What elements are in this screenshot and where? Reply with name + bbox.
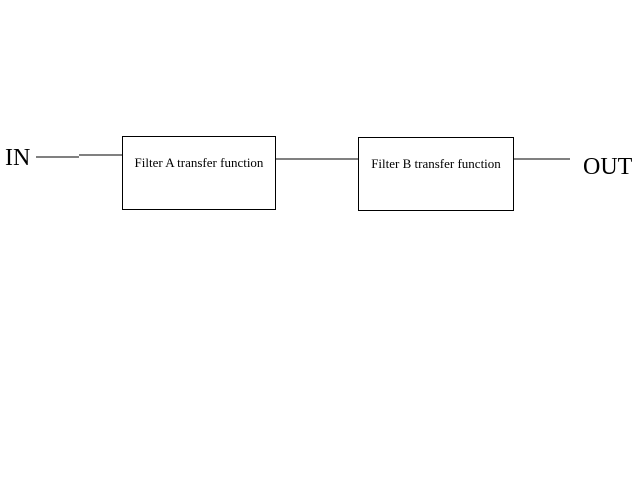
filter-a-block: Filter A transfer function xyxy=(122,136,276,210)
input-label: IN xyxy=(5,145,31,171)
output-label: OUT xyxy=(583,154,633,180)
filter-b-label: Filter B transfer function xyxy=(371,156,501,171)
filter-b-block: Filter B transfer function xyxy=(358,137,514,211)
filter-a-label: Filter A transfer function xyxy=(134,155,264,170)
